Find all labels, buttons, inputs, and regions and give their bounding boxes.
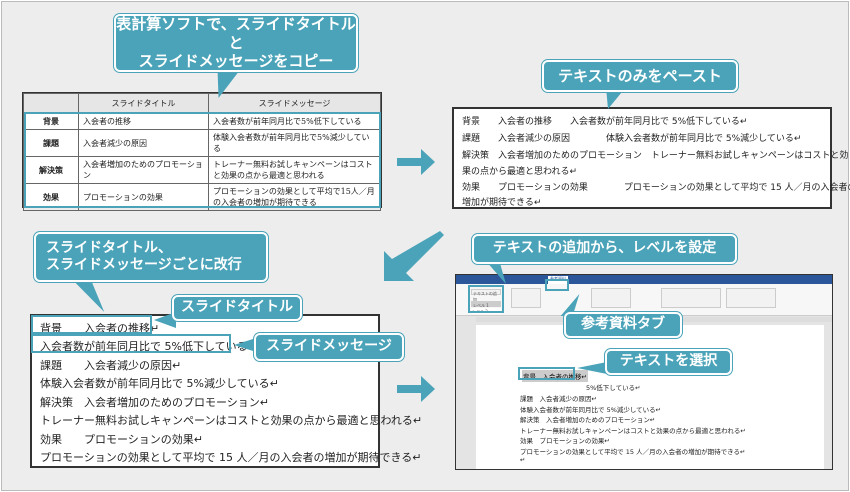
message-highlight (31, 334, 231, 353)
callout-text: 表計算ソフトで、スライドタイトルと (116, 14, 356, 52)
text-line: プロモーションの効果として平均で 15 人／月の入会者の増加が期待できる↵ (40, 451, 422, 464)
text-line: 解決策 入会者増加のためのプロモーション トレーナー無料お試しキャンペーンはコス… (462, 151, 849, 161)
level-1-option[interactable]: レベル 1 (471, 301, 501, 308)
ribbon-group (591, 288, 631, 308)
title-highlight (31, 315, 152, 334)
text-line: トレーナー無料お試しキャンペーンはコストと効果の点から最適と思われる↵ (520, 427, 746, 435)
callout-text: スライドメッセージをコピー (138, 52, 334, 71)
cell-title: 入会者増加のためのプロモーション (78, 156, 209, 184)
dropdown-highlight (468, 285, 504, 313)
table-row: 背景入会者の推移入会者数が前年同月比で5%低下している (23, 113, 381, 130)
selection-highlight (24, 112, 381, 208)
text-line: 課題 入会者減少の原因 体験入会者数が前年同月比で 5%減少している↵ (462, 134, 802, 144)
arrow-right-icon (397, 149, 435, 175)
arrow-right-icon (397, 376, 435, 402)
selected-text-highlight (518, 367, 575, 380)
text-line: プロモーションの効果として平均で 15 人／月の入会者の増加が期待できる↵ (520, 448, 746, 456)
callout-tail (69, 277, 115, 312)
title-bar (456, 275, 832, 284)
cell-title: 入会者減少の原因 (78, 129, 209, 157)
arrow-down-left-icon (384, 231, 444, 281)
text-line: 効果 プロモーションの効果 プロモーションの効果として平均で 15 人／月の入会… (462, 183, 850, 193)
callout-copy: 表計算ソフトで、スライドタイトルと スライドメッセージをコピー (114, 14, 358, 72)
references-tab-highlight (545, 279, 569, 291)
ribbon-group (726, 288, 776, 308)
callout-paste: テキストのみをペースト (542, 60, 738, 92)
text-line: 解決策 入会者増加のためのプロモーション↵ (40, 396, 269, 409)
text-line: 増加が期待できる↵ (462, 198, 542, 208)
callout-set-level: テキストの追加から、レベルを設定 (472, 234, 737, 264)
table-row: 解決策入会者増加のためのプロモーショントレーナー無料お試しキャンペーンはコストと… (23, 156, 381, 184)
callout-slide-message: スライドメッセージ (254, 333, 404, 361)
text-line: 入会者数が前年同月比で 5%低下している↵ (40, 340, 257, 353)
cell-message: トレーナー無料お試しキャンペーンはコストと効果の点から最適と思われる (208, 156, 381, 184)
callout-references-tab: 参考資料タブ (564, 312, 682, 338)
callout-slide-title: スライドタイトル (172, 295, 302, 321)
text-line: 体験入会者数が前年同月比で 5%減少している↵ (520, 406, 662, 414)
spreadsheet-table-panel: スライドタイトル スライドメッセージ 背景入会者の推移入会者数が前年同月比で5%… (22, 92, 382, 211)
text-line: 背景 入会者の推移↵ (40, 322, 160, 335)
text-line: 効果 プロモーションの効果↵ (520, 437, 610, 445)
text-line: 果の点から最適と思われる↵ (462, 167, 578, 177)
callout-text: スライドタイトル、 (46, 239, 172, 256)
text-line: 5%低下している↵ (586, 384, 641, 392)
cell-label: 解決策 (23, 156, 79, 184)
text-line: 背景 入会者の推移 入会者数が前年同月比で 5%低下している↵ (462, 117, 748, 127)
pasted-text-panel: 背景 入会者の推移 入会者数が前年同月比で 5%低下している↵ 課題 入会者減少… (452, 107, 850, 209)
text-line: 課題 入会者減少の原因↵ (40, 359, 182, 372)
header-cell: スライドメッセージ (208, 93, 381, 114)
text-line: トレーナー無料お試しキャンペーンはコストと効果の点から最適と思われる↵ (40, 414, 423, 427)
text-line: 体験入会者数が前年同月比で 5%減少している↵ (40, 377, 279, 390)
callout-tail (154, 312, 176, 328)
ribbon-group (511, 288, 541, 308)
text-line: 解決策 入会者増加のためのプロモーション↵ (520, 416, 656, 424)
add-text-dropdown[interactable]: テキストの追加 (471, 289, 501, 302)
callout-select-text: テキストを選択 (605, 349, 732, 375)
ribbon-group (661, 288, 721, 308)
callout-text: スライドメッセージごとに改行 (46, 257, 242, 273)
text-line: 効果 プロモーションの効果↵ (40, 433, 203, 446)
callout-line-break: スライドタイトル、 スライドメッセージごとに改行 (34, 232, 268, 282)
text-line: 課題 入会者減少の原因↵ (520, 395, 597, 403)
callout-tail (577, 362, 607, 374)
text-line: ↵ (520, 456, 526, 464)
callout-tail (234, 338, 256, 352)
header-cell (23, 93, 79, 114)
header-cell: スライドタイトル (78, 93, 209, 114)
